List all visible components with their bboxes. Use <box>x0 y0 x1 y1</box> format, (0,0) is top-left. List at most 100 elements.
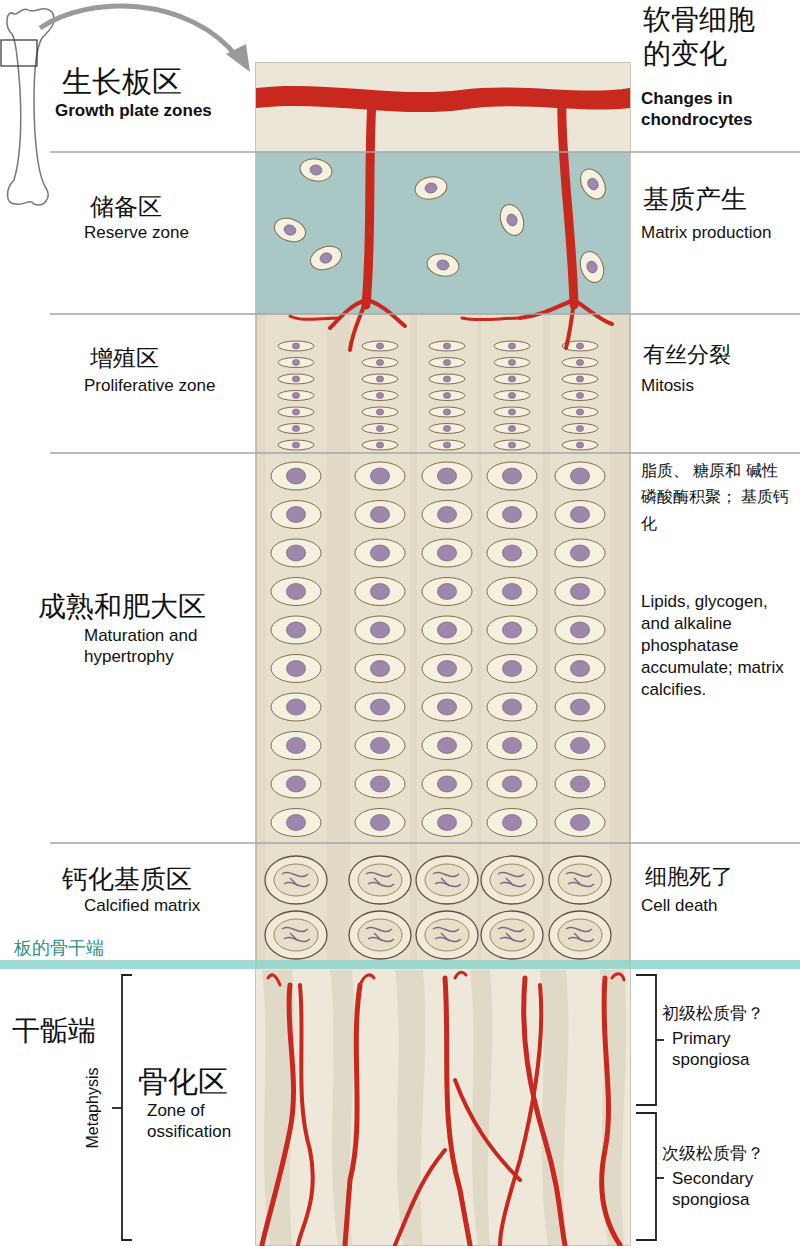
proliferative-cell <box>278 341 314 351</box>
hypertrophic-cell <box>555 578 605 606</box>
hypertrophic-cell <box>355 693 405 721</box>
hypertrophic-cell <box>271 693 321 721</box>
proliferative-cell <box>562 391 598 401</box>
proliferative-cell <box>494 358 530 368</box>
blood-vessel <box>298 985 313 1245</box>
proliferative-cell <box>278 440 314 450</box>
ossification-label-en: Zone of ossification <box>147 1100 252 1143</box>
proliferative-cell <box>362 358 398 368</box>
hypertrophic-cell <box>355 732 405 760</box>
hypertrophic-cell <box>422 655 472 683</box>
blood-vessel <box>602 978 620 1245</box>
proliferative-cell <box>429 341 465 351</box>
proliferative-cell <box>429 358 465 368</box>
hypertrophic-cell <box>271 732 321 760</box>
blood-vessel <box>612 974 624 980</box>
bone-icon <box>7 9 54 205</box>
zone-label-zh: 生长板区 <box>62 63 182 101</box>
spongiosa-label-zh: 初级松质骨？ <box>662 1003 764 1024</box>
hypertrophic-cell <box>271 578 321 606</box>
proliferative-cell <box>429 391 465 401</box>
zone-band: 生长板区Growth plate zones 软骨细胞的变化 Changes in … <box>0 0 800 152</box>
blood-vessel <box>462 318 520 320</box>
metaphysis-label-en: Metaphysis <box>83 1068 103 1149</box>
hypertrophic-cell <box>422 732 472 760</box>
zone-label-zh: 有丝分裂 <box>643 341 731 369</box>
hypertrophic-cell <box>422 578 472 606</box>
proliferative-cell <box>494 341 530 351</box>
blood-vessel <box>395 1150 445 1245</box>
zone-label-en: Changes in chondrocytes <box>641 88 796 131</box>
zone-label-en: Calcified matrix <box>84 895 200 916</box>
zone-label-en: Proliferative zone <box>84 375 215 396</box>
proliferative-cell <box>278 407 314 417</box>
hypertrophic-cell <box>487 616 537 644</box>
blood-vessel <box>360 975 374 985</box>
hypertrophic-cell <box>422 809 472 837</box>
hypertrophic-cell <box>555 732 605 760</box>
proliferative-cell <box>494 424 530 434</box>
zone-label-zh: 软骨细胞的变化 <box>643 3 768 70</box>
proliferative-cell <box>562 358 598 368</box>
metaphysis-label-zh: 干骺端 <box>12 1013 96 1048</box>
blood-vessel <box>500 985 541 1245</box>
proliferative-cell <box>278 358 314 368</box>
header-ground <box>256 63 630 152</box>
hypertrophic-cell <box>487 693 537 721</box>
proliferative-cell <box>494 407 530 417</box>
hypertrophic-cell <box>487 809 537 837</box>
calcified-cell <box>549 911 611 959</box>
zone-label-zh: 脂质、 糖原和 碱性磷酸酶积聚； 基质钙化 <box>641 458 791 537</box>
reserve-cell <box>298 156 333 183</box>
reserve-cell <box>413 174 448 201</box>
hypertrophic-cell <box>422 616 472 644</box>
hypertrophic-cell <box>271 462 321 490</box>
hypertrophic-cell <box>355 578 405 606</box>
blood-vessel <box>256 86 630 112</box>
zone-label-zh: 细胞死了 <box>645 863 733 891</box>
reserve-cell <box>496 201 528 239</box>
proliferative-cell <box>362 440 398 450</box>
proliferative-cell <box>429 407 465 417</box>
zone-label-zh: 基质产生 <box>643 183 747 216</box>
blood-vessel <box>350 300 366 350</box>
spongiosa-label-en: Secondary spongiosa <box>672 1168 796 1211</box>
hypertrophic-cell <box>271 809 321 837</box>
hypertrophic-cell <box>271 501 321 529</box>
hypertrophic-cell <box>555 462 605 490</box>
proliferative-cell <box>562 424 598 434</box>
calcified-cell <box>349 856 411 904</box>
blood-vessel <box>290 316 340 319</box>
hypertrophic-cell <box>271 539 321 567</box>
cell-column <box>266 314 326 964</box>
calcified-cell <box>481 856 543 904</box>
zone-band: 增殖区Proliferative zone有丝分裂Mitosis <box>0 314 800 453</box>
zone-label-en: Lipids, glycogen, and alkaline phosphata… <box>641 591 796 701</box>
proliferative-cell <box>362 391 398 401</box>
hypertrophic-cell <box>422 770 472 798</box>
proliferative-cell <box>494 391 530 401</box>
trabecula <box>395 970 425 1245</box>
trabecula <box>600 970 626 1245</box>
hypertrophic-cell <box>355 616 405 644</box>
hypertrophic-cell <box>487 462 537 490</box>
proliferative-cell <box>362 374 398 384</box>
calcified-cell <box>349 911 411 959</box>
hypertrophic-cell <box>487 501 537 529</box>
hypertrophic-cell <box>487 732 537 760</box>
hypertrophic-cell <box>487 539 537 567</box>
hypertrophic-cell <box>555 693 605 721</box>
blood-vessel <box>366 100 372 305</box>
zone-label-zh: 成熟和肥大区 <box>38 589 206 624</box>
blood-vessel <box>445 978 470 1245</box>
cell-column <box>550 314 610 964</box>
proliferative-cell <box>278 424 314 434</box>
cell-column <box>417 314 477 964</box>
diaphysis-side-label: 板的骨干端 <box>14 937 104 960</box>
hypertrophic-cell <box>355 462 405 490</box>
blood-vessel <box>345 985 360 1245</box>
hypertrophic-cell <box>487 578 537 606</box>
reserve-cell <box>425 251 460 278</box>
zone-label-en: Growth plate zones <box>55 100 212 121</box>
proliferative-cell <box>429 440 465 450</box>
